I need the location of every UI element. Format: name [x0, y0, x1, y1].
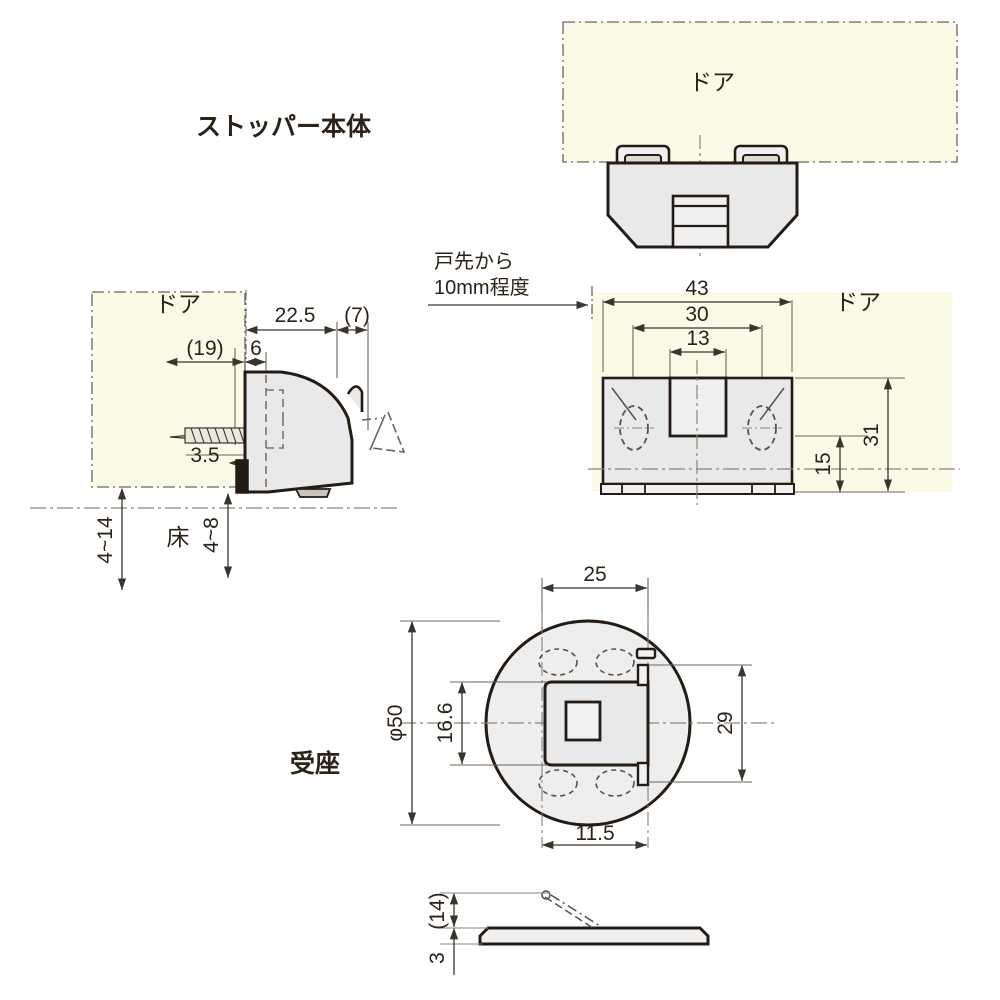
swing-indicator [361, 411, 406, 453]
dim-30-label: 30 [685, 303, 708, 326]
edge-note-line1: 戸先から [434, 250, 514, 273]
receiver-tab-lower-stem [636, 761, 650, 787]
receiver-section-view: (14) 3 [426, 890, 710, 975]
dim-25-label: 25 [583, 563, 606, 586]
receiver-tab-upper-stem [636, 663, 650, 687]
dim-16-6-label: 16.6 [434, 703, 457, 744]
foot-pad-side [294, 488, 332, 498]
receiver-title-label: 受座 [290, 749, 340, 778]
dim-7-label: (7) [344, 304, 370, 327]
flap-indicator [541, 890, 601, 929]
dim-19-label: (19) [186, 337, 223, 360]
dim-4-8: 4~8 [200, 492, 233, 578]
dim-15-label: 15 [812, 452, 835, 475]
floor-label: 床 [167, 524, 190, 550]
hidden-lines-side [265, 375, 284, 490]
dim-13-label: 13 [686, 327, 709, 350]
door-panel-top [562, 21, 958, 163]
door-panel-side [91, 291, 246, 488]
screw-slots-front [611, 387, 785, 451]
dim-6-label: 6 [250, 337, 262, 360]
dim-43-label: 43 [685, 277, 708, 300]
front-elevation-view: ドア 戸先から 10mm程度 43 30 13 [428, 250, 960, 505]
mount-flange-side [235, 459, 249, 494]
dim-11-5: 11.5 [541, 822, 647, 850]
dim-22-5: 22.5 [245, 290, 338, 378]
door-label-side: ドア [155, 291, 201, 317]
side-section-view: ドア (19) 6 22.5 (7) [30, 290, 406, 590]
dim-22-5-label: 22.5 [275, 304, 316, 327]
receiver-tab-upper [635, 647, 657, 660]
catch-block-top [671, 194, 730, 249]
edge-note-line2: 10mm程度 [434, 276, 530, 299]
dim-16-6: 16.6 [434, 681, 548, 766]
dim-11-5-label: 11.5 [575, 822, 614, 845]
dim-29: 29 [648, 664, 752, 783]
dim-31: 31 [795, 377, 905, 493]
top-plan-view: ドア [562, 21, 958, 258]
dim-29-label: 29 [714, 711, 737, 734]
feet-front [621, 484, 776, 494]
dim-4-14-label: 4~14 [94, 516, 117, 564]
receiver-plate-profile [478, 926, 710, 946]
dim-7: (7) [336, 304, 370, 430]
dim-4-8-label: 4~8 [200, 517, 223, 553]
stopper-title-label: ストッパー本体 [196, 113, 372, 141]
dim-phi50-label: φ50 [384, 705, 407, 742]
dim-15: 15 [795, 435, 868, 492]
dim-3: 3 [426, 927, 459, 975]
dim-14-label: (14) [426, 892, 449, 929]
receiver-plan-view: 25 φ50 [384, 563, 776, 850]
dim-3-label: 3 [426, 952, 449, 964]
dim-43: 43 [602, 277, 793, 372]
stopper-body-side [243, 370, 354, 494]
dim-13: 13 [669, 327, 727, 378]
dim-3-5-label: 3.5 [190, 444, 219, 467]
hook-nub-side [346, 385, 364, 412]
dim-phi50: φ50 [384, 620, 500, 826]
door-label-front: ドア [835, 289, 881, 315]
dim-31-label: 31 [860, 423, 883, 446]
door-label-top: ドア [689, 69, 735, 95]
receiver-screw-holes [538, 648, 635, 797]
dim-4-14: 4~14 [94, 487, 127, 590]
dim-14: (14) [426, 892, 459, 930]
catch-block-front [668, 376, 728, 438]
receiver-catch-slot [564, 700, 602, 742]
screw [169, 427, 249, 444]
